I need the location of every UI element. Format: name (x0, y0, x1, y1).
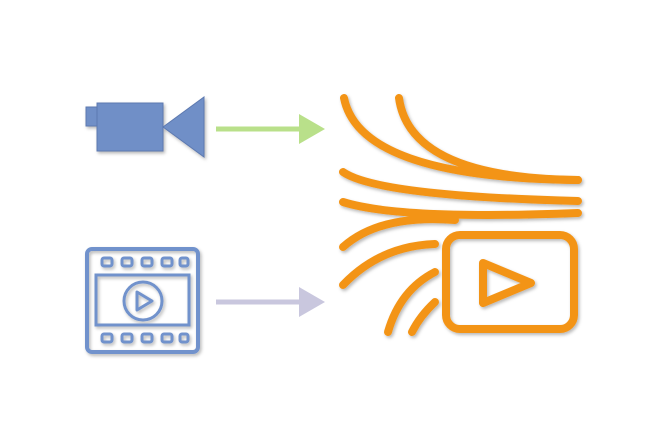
stream-line-8 (408, 298, 439, 336)
stream-line-3 (339, 168, 582, 205)
camera-viewfinder (162, 96, 205, 158)
arrow-top-head (299, 114, 325, 144)
film-frame-outer (85, 247, 200, 354)
camera-body (96, 102, 164, 152)
arrow-camera-to-stream (216, 114, 325, 144)
film-play-circle (122, 280, 164, 322)
arrow-file-to-stream (216, 287, 325, 317)
film-play-icon (85, 247, 200, 354)
arrow-bottom-head (299, 287, 325, 317)
stream-line-7 (384, 268, 439, 336)
film-perforations-top (100, 256, 190, 268)
stream-line-5 (339, 215, 459, 251)
media-stream-play-icon (339, 94, 582, 336)
stream-play-box (442, 231, 578, 333)
film-perforations-bottom (100, 332, 190, 344)
video-camera-icon (85, 96, 205, 158)
stream-line-1 (340, 94, 582, 184)
stream-line-2 (395, 94, 582, 184)
film-play-triangle (135, 290, 154, 312)
film-frame-inner (94, 273, 191, 327)
stream-line-6 (339, 240, 439, 289)
stream-play-triangle (479, 259, 535, 307)
camera-lens-nub (85, 106, 98, 127)
stream-line-4 (339, 198, 582, 219)
